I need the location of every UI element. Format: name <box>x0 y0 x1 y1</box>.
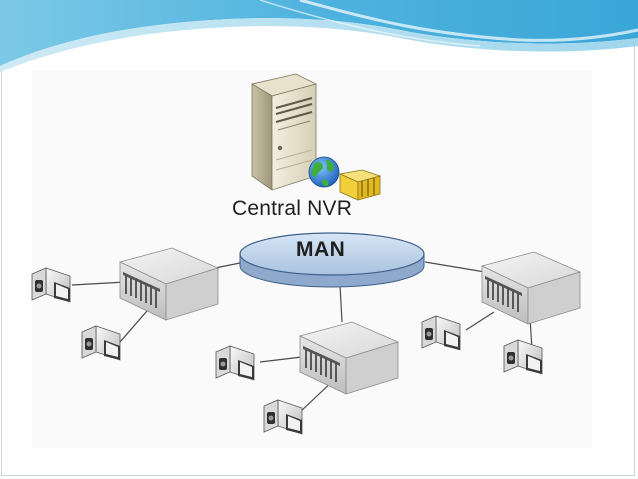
camera-icon-4 <box>263 399 303 435</box>
man-label: MAN <box>296 238 346 261</box>
nvr-box-left-icon <box>119 247 219 321</box>
nvr-box-center-icon <box>299 321 399 395</box>
camera-icon-5 <box>421 315 461 351</box>
connection-lines <box>71 261 533 413</box>
camera-icon-2 <box>81 325 121 361</box>
camera-icon-3 <box>215 345 255 381</box>
central-nvr-server-icon <box>250 73 318 191</box>
header-wave-decoration <box>0 0 638 72</box>
man-network-ellipse <box>239 232 425 288</box>
camera-icon-6 <box>503 339 543 375</box>
globe-icon <box>308 156 340 188</box>
central-nvr-label: Central NVR <box>232 197 353 220</box>
nvr-box-right-icon <box>481 251 581 325</box>
folder-icon <box>338 169 382 201</box>
camera-icon-1 <box>31 267 71 303</box>
